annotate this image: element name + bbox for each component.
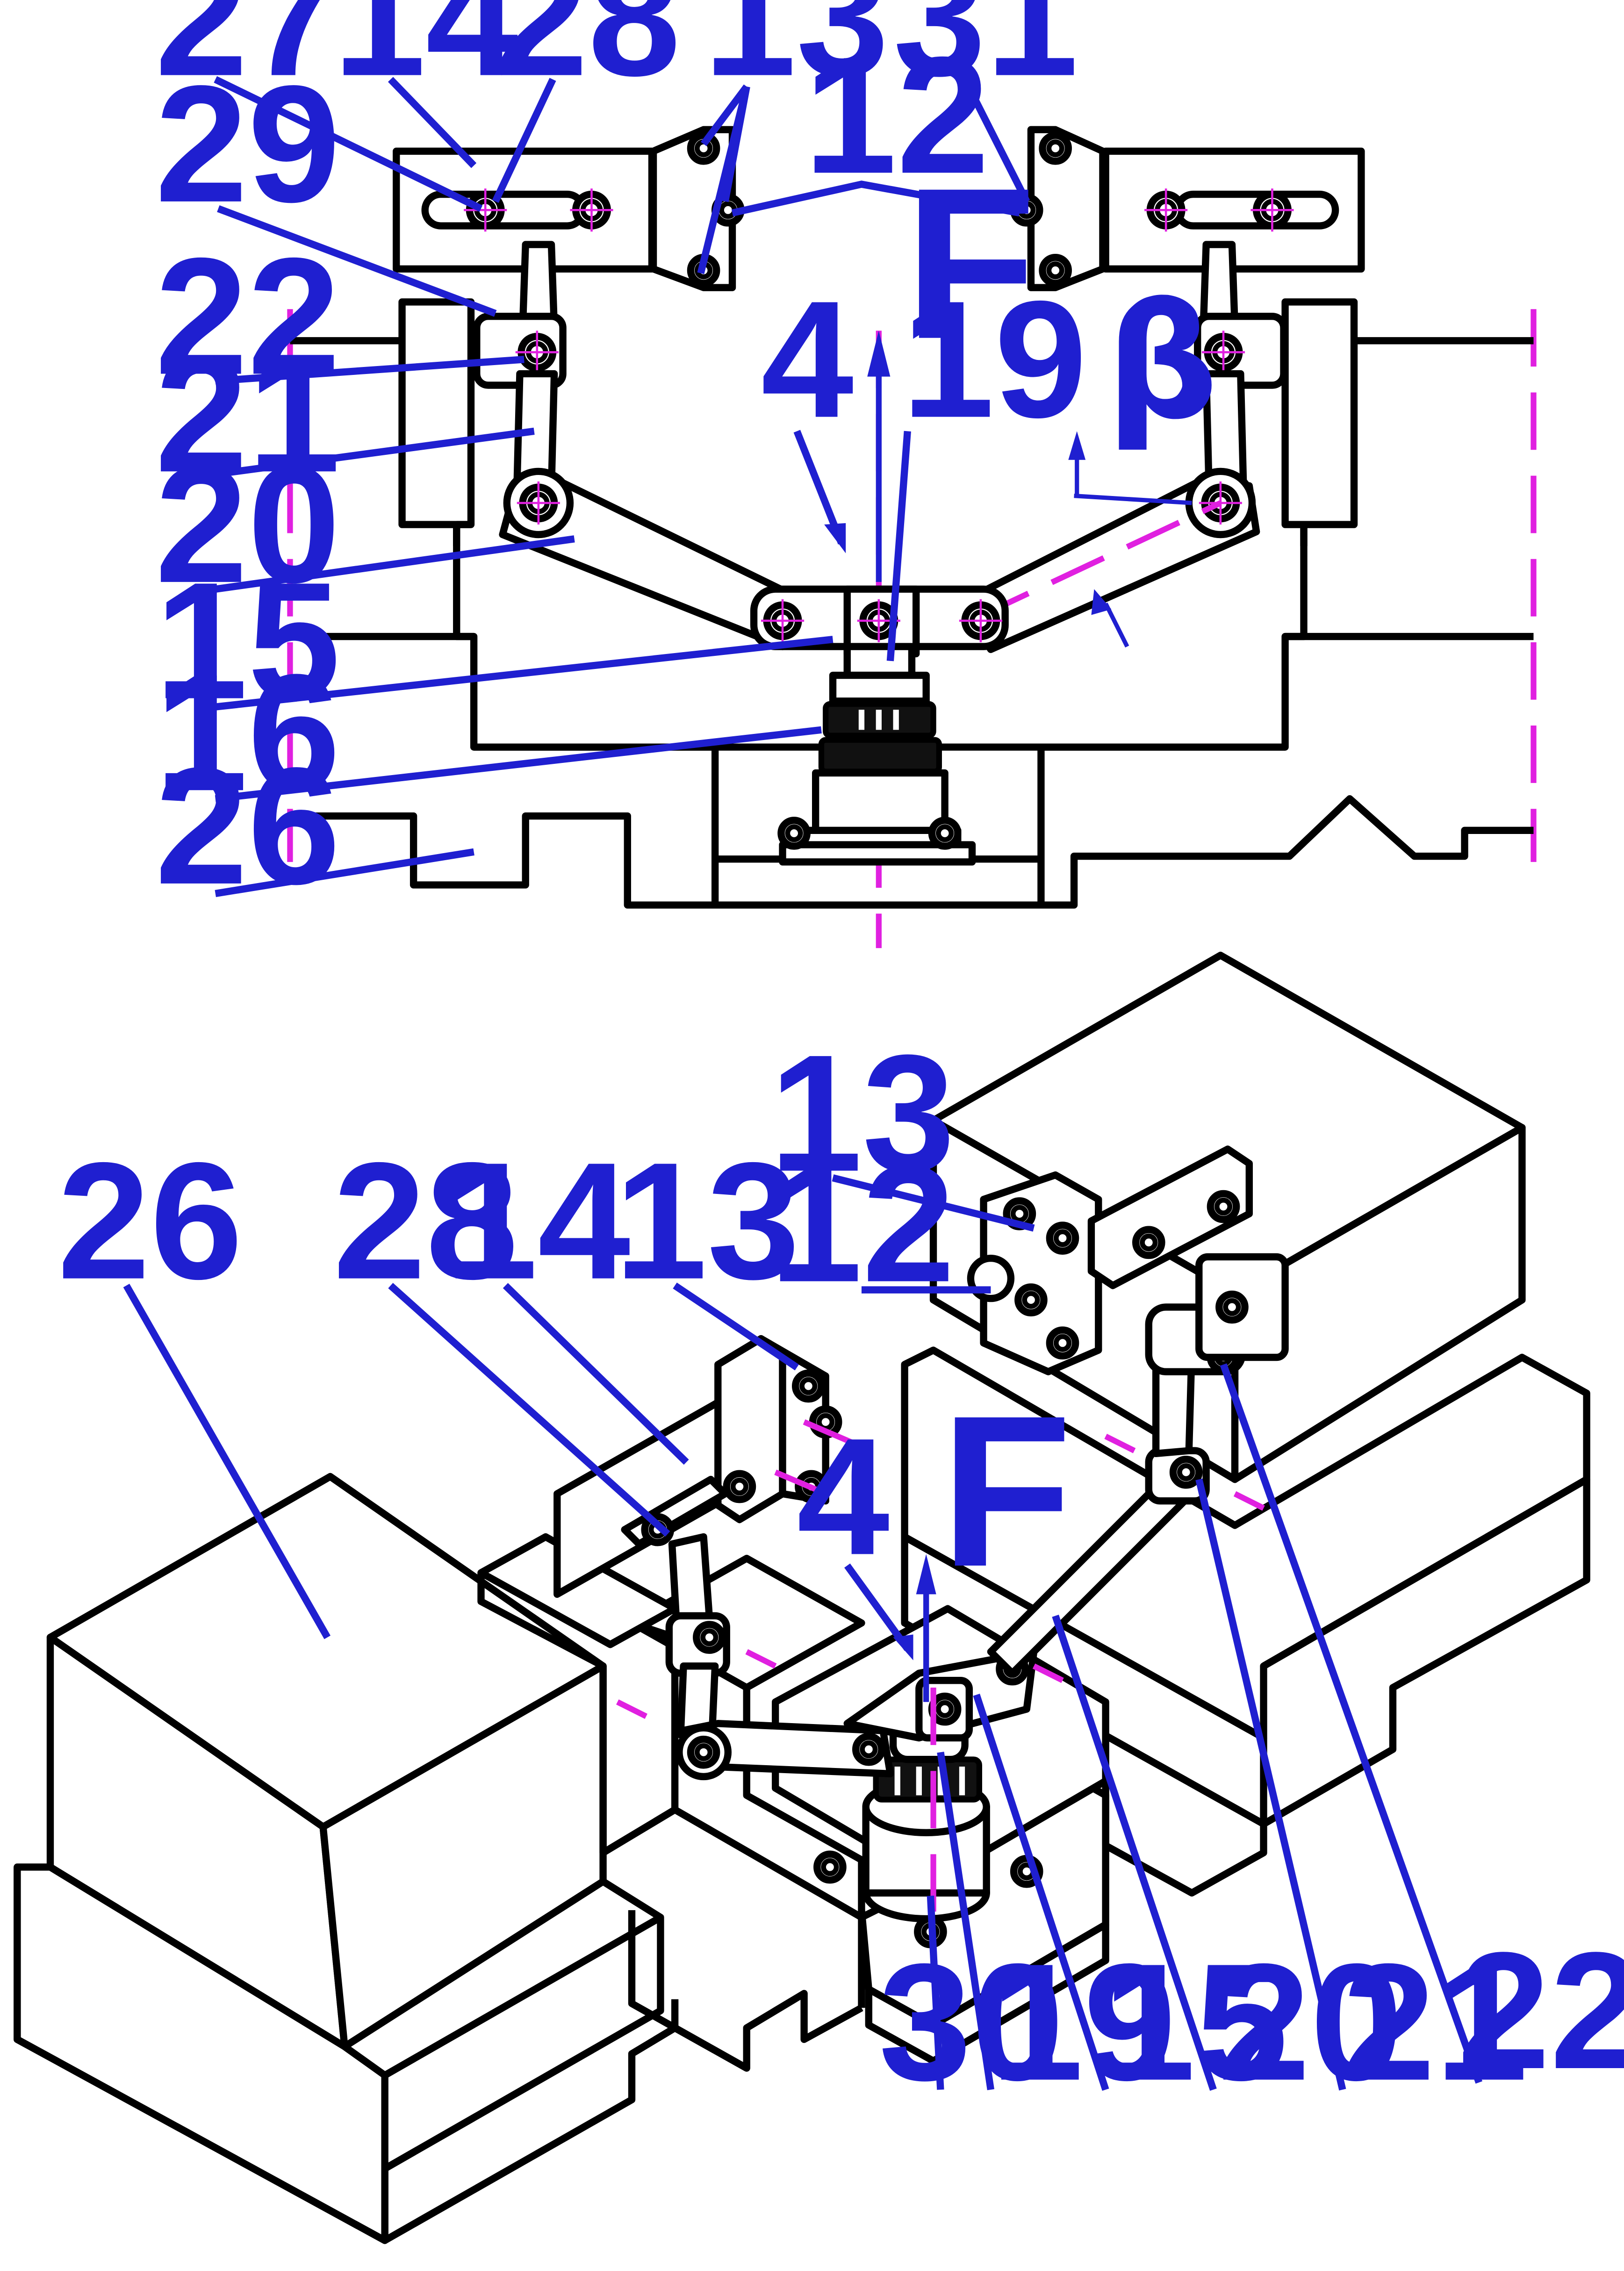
label-21: 21 (155, 320, 340, 507)
iso-view: F 13 12 26 28 14 13 4 30 19 15 20 21 22 (14, 951, 1624, 2244)
force-symbol-iso: F (941, 1371, 1072, 1611)
label-15-iso: 15 (1103, 1929, 1288, 2115)
label-14-iso: 14 (445, 1128, 632, 1314)
label-15: 15 (155, 547, 340, 734)
label-22: 22 (155, 223, 340, 410)
label-28-iso: 28 (333, 1128, 518, 1314)
label-12-iso: 12 (769, 1130, 955, 1317)
label-20-iso: 20 (1218, 1929, 1403, 2115)
top-view: F β 27 14 28 13 31 29 12 22 (155, 0, 1537, 949)
label-13-right: 13 (769, 1020, 955, 1206)
label-12: 12 (804, 22, 989, 208)
label-19: 19 (902, 266, 1087, 453)
label-4-iso: 4 (797, 1403, 891, 1589)
label-13-left: 13 (615, 1128, 800, 1314)
label-20: 20 (155, 431, 340, 618)
label-4: 4 (761, 266, 855, 453)
label-16: 16 (155, 639, 340, 826)
label-31: 31 (893, 0, 1078, 111)
label-26-iso: 26 (57, 1128, 243, 1314)
label-13: 13 (704, 0, 889, 111)
label-22-iso: 22 (1458, 1917, 1624, 2104)
label-28: 28 (496, 0, 681, 111)
label-29: 29 (155, 50, 340, 237)
label-14: 14 (333, 0, 520, 111)
label-26: 26 (155, 733, 340, 919)
label-21-iso: 21 (1343, 1929, 1528, 2115)
angle-symbol: β (1106, 270, 1219, 454)
label-19-iso: 19 (991, 1929, 1176, 2115)
label-30: 30 (879, 1929, 1064, 2115)
label-27: 27 (155, 0, 340, 111)
